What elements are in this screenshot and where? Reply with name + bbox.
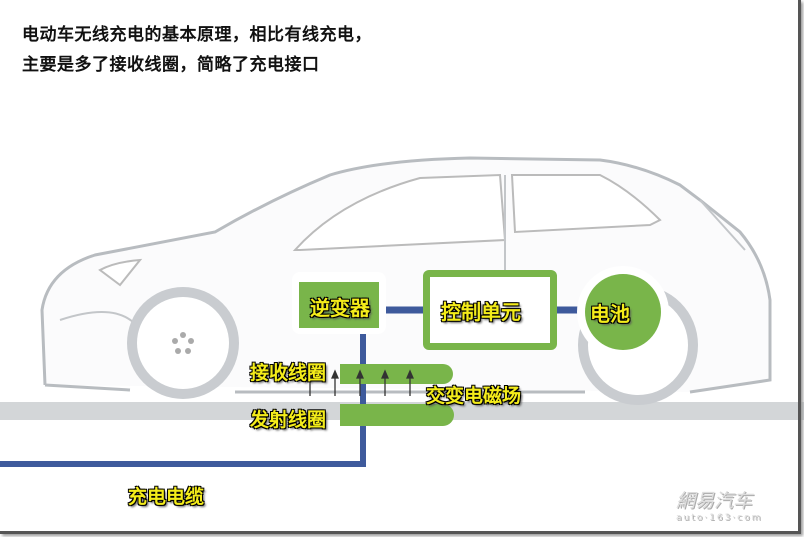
field-label: 交变电磁场 — [425, 385, 522, 408]
emitting-coil — [340, 404, 454, 426]
control-unit-label: 控制单元 — [441, 300, 522, 325]
inverter-label: 逆变器 — [310, 296, 371, 321]
watermark-url: auto·163·com — [676, 513, 763, 523]
receiving-coil-label: 接收线圈 — [249, 362, 327, 385]
cable-label: 充电电缆 — [127, 486, 205, 509]
field-arrows — [306, 369, 414, 396]
receiving-coil — [340, 364, 453, 384]
emitting-coil-label: 发射线圈 — [249, 409, 327, 432]
battery-label: 电池 — [590, 302, 631, 327]
title-line-2: 主要是多了接收线圈，简略了充电接口 — [22, 55, 320, 75]
title-line-1: 电动车无线充电的基本原理，相比有线充电， — [22, 25, 372, 45]
watermark-brand: 網易汽车 — [676, 490, 753, 512]
